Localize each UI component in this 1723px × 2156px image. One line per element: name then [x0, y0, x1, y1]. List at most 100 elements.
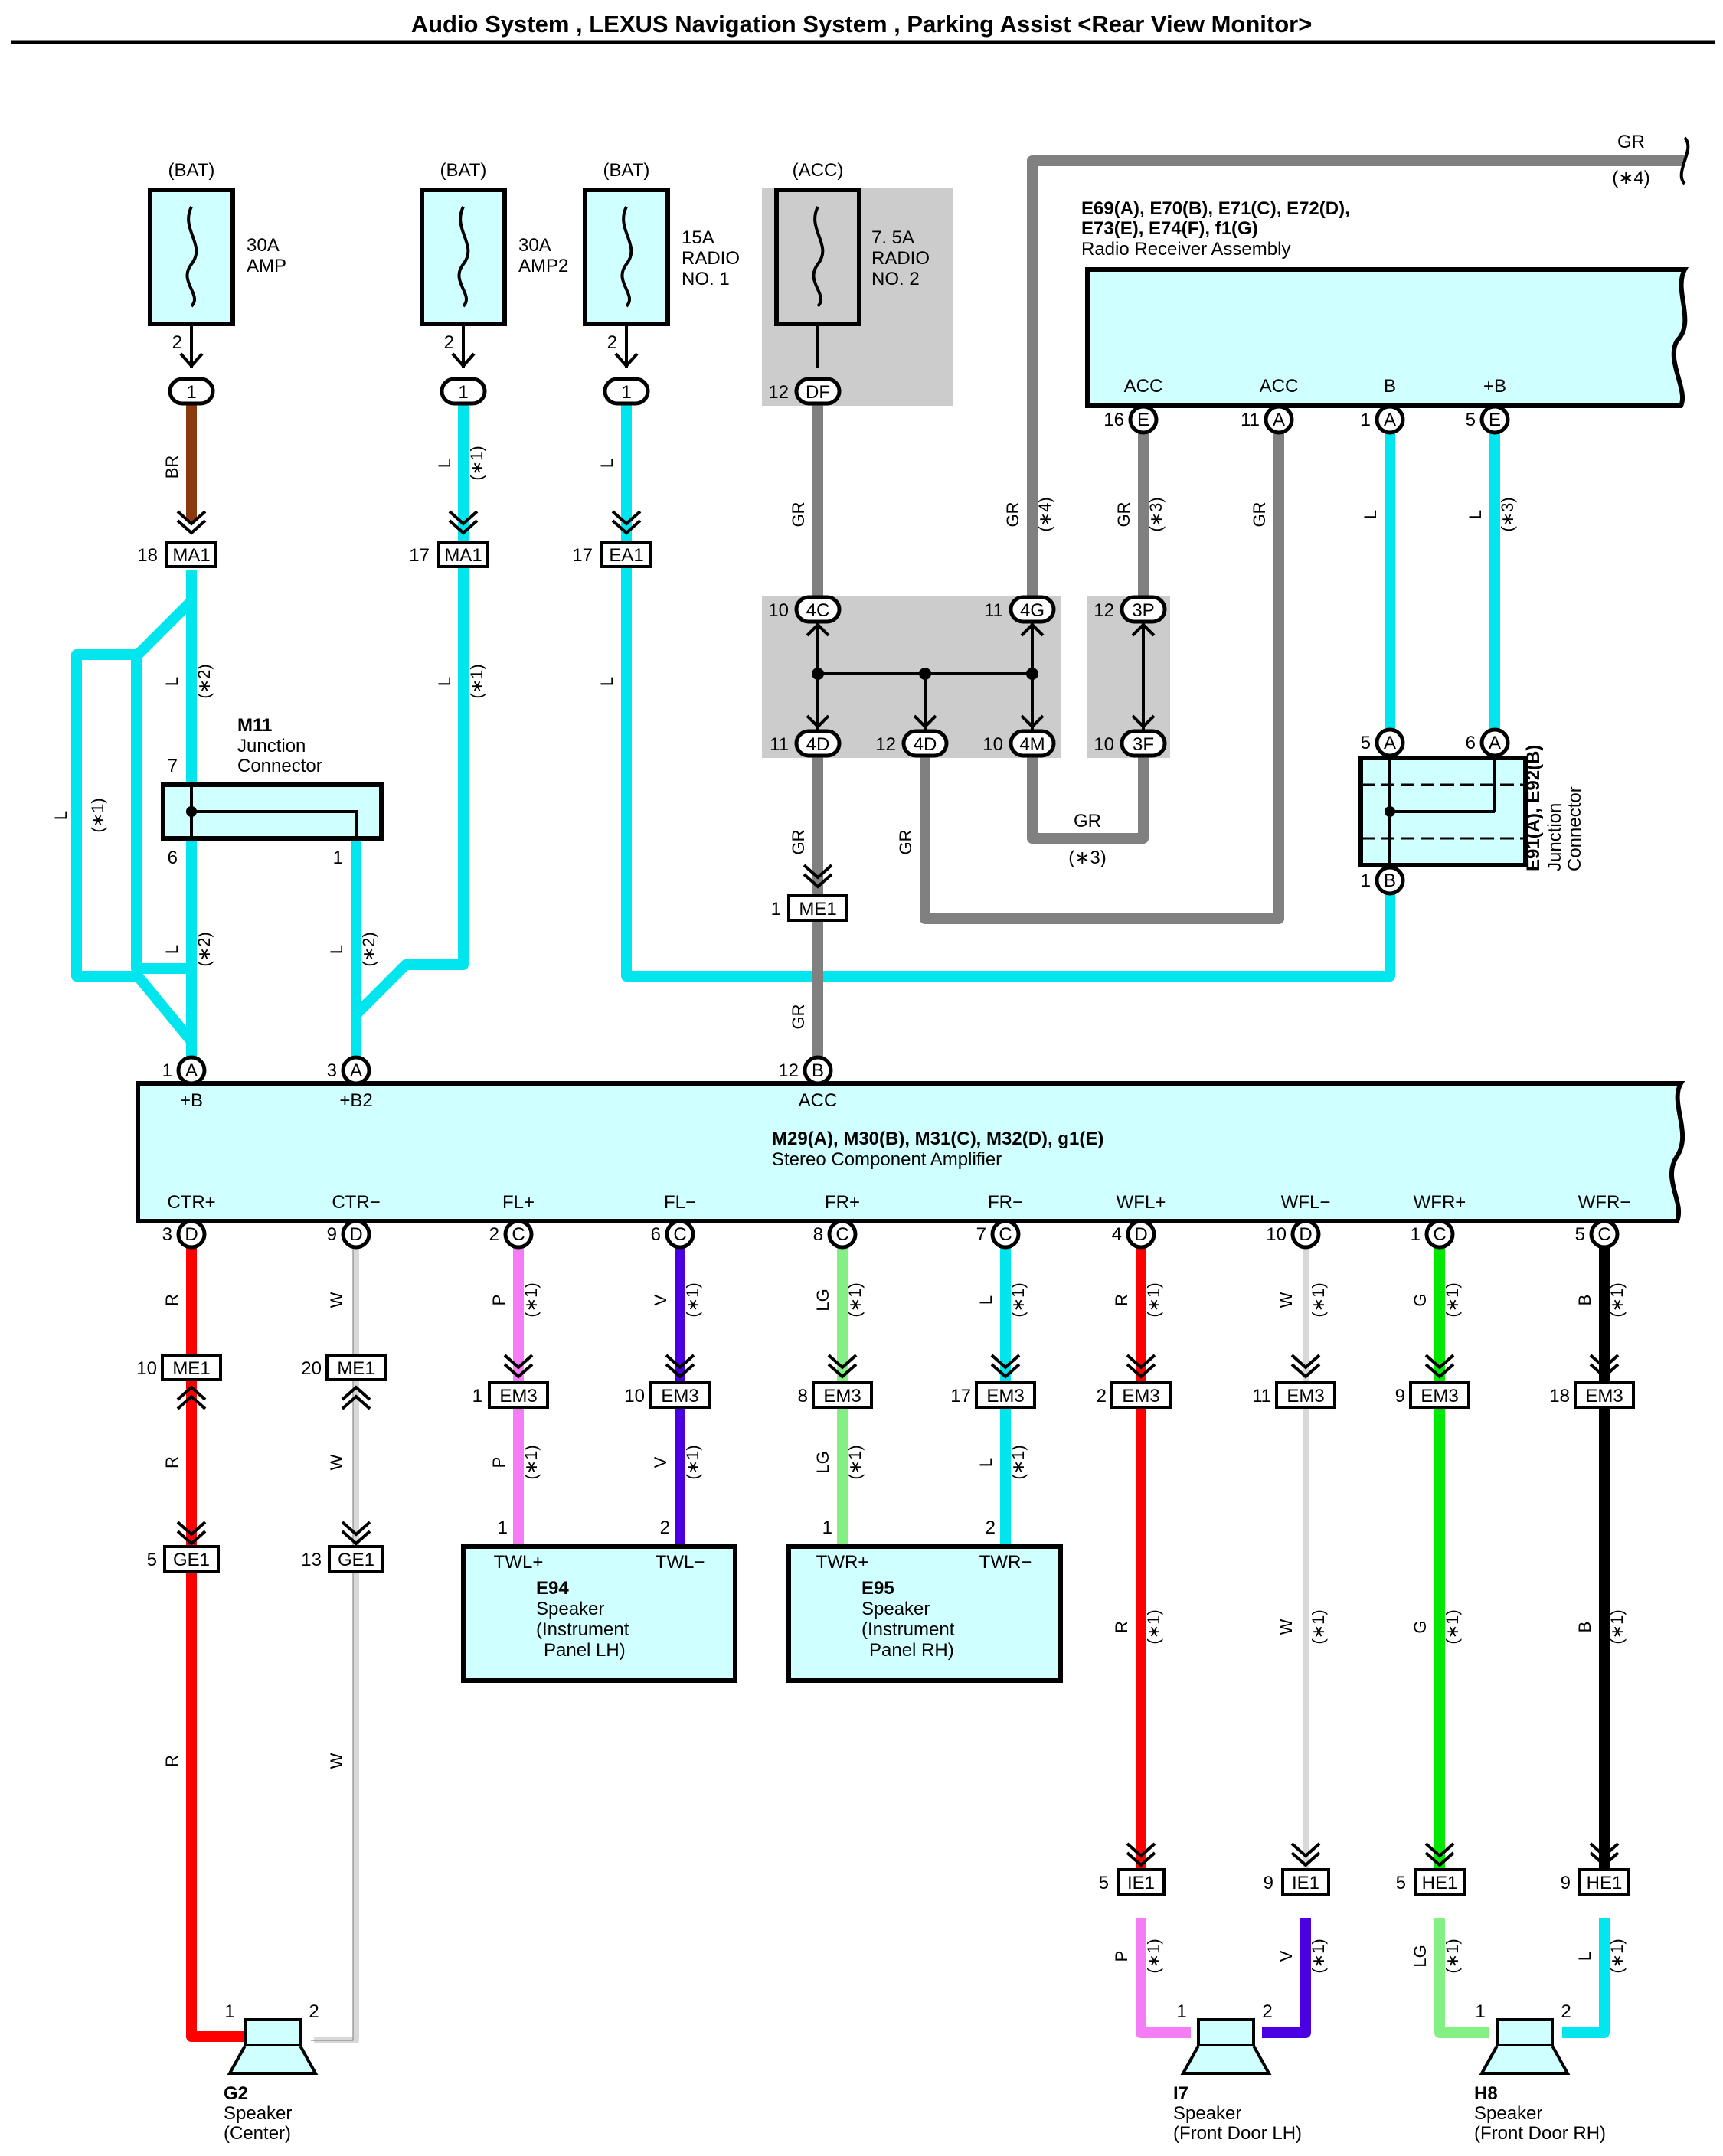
conn-em3-num: 8: [798, 1386, 808, 1406]
conn-ma1-a-num: 18: [137, 545, 158, 566]
radio-num-16: 16: [1103, 410, 1124, 430]
e94-n2: 2: [660, 1517, 670, 1538]
fuse-radio2-rating: 7. 5A: [871, 227, 914, 248]
g2-line2: (Center): [224, 2123, 291, 2144]
e94-pin-plus: TWL+: [494, 1552, 544, 1573]
m11-pin-right: 1: [333, 848, 343, 868]
amplifier: M29(A), M30(B), M31(C), M32(D), g1(E) St…: [136, 1055, 1685, 1223]
conn-he1-num: 5: [1396, 1873, 1406, 1893]
radio-conn-a11: A: [1273, 410, 1285, 430]
radio-num-11: 11: [1241, 410, 1260, 430]
label-g: G: [1411, 1293, 1430, 1306]
note-n1: (∗1): [1309, 1609, 1328, 1644]
inline-connectors-upper: MA1 18 MA1 17 EA1 17 ME1 1: [137, 510, 848, 922]
label-l: L: [1361, 510, 1380, 519]
conn-ma1-a: MA1: [172, 545, 210, 566]
fuse-arrow-heads: [179, 352, 639, 369]
conn-ie1: IE1: [1127, 1873, 1155, 1893]
note-n1: (∗1): [521, 1445, 541, 1479]
jb-4m-num: 10: [982, 734, 1003, 755]
fuse-source: (ACC): [793, 160, 844, 181]
i7-n2: 2: [1262, 2001, 1272, 2022]
amp-top-num-2: 3: [327, 1060, 337, 1081]
e94-pin-minus: TWL−: [656, 1552, 705, 1573]
m11-pin-top: 7: [168, 756, 178, 776]
e95-line3: Panel RH): [869, 1640, 954, 1661]
radio-pin-plus-b: +B: [1483, 376, 1506, 397]
g2-n1: 1: [224, 2001, 234, 2022]
conn-ma1-b: MA1: [444, 545, 482, 566]
conn-em3-num: 1: [472, 1386, 482, 1406]
conn-he1: HE1: [1422, 1873, 1458, 1893]
e91-codes: E91(A), E92(B): [1523, 745, 1544, 871]
fuse-radio2-conn: DF: [806, 382, 830, 403]
amp-out-conn: C: [1597, 1224, 1610, 1245]
amp-out-label: FL−: [664, 1192, 696, 1213]
i7-line2: (Front Door LH): [1173, 2123, 1302, 2144]
note-n3: (∗3): [1498, 497, 1517, 531]
amp-out-label: WFR−: [1578, 1192, 1631, 1213]
conn-em3: EM3: [986, 1386, 1024, 1406]
jb-4c: 4C: [806, 600, 830, 621]
e94-line1: Speaker: [536, 1599, 604, 1619]
jb-3f-num: 10: [1094, 734, 1114, 755]
radio-pin-acc16: ACC: [1124, 376, 1163, 397]
e95-pin-minus: TWR−: [979, 1552, 1032, 1573]
fuse-source: (BAT): [603, 160, 650, 181]
label-gr: GR: [789, 830, 808, 855]
note-n1: (∗1): [521, 1282, 541, 1317]
note-n1: (∗1): [1144, 1939, 1163, 1973]
conn-he1-num: 9: [1561, 1873, 1571, 1893]
fuse-radio-no1: (BAT) 15A RADIO NO. 1 2 1: [583, 160, 740, 406]
wire-w-ctr-minus-edge: [311, 1244, 354, 2041]
conn-em3: EM3: [1585, 1386, 1623, 1406]
amp-out-num: 3: [162, 1224, 172, 1245]
note-n2: (∗2): [359, 932, 378, 966]
amp-out-num: 9: [327, 1224, 337, 1245]
note-n1: (∗1): [467, 664, 486, 698]
label-p: P: [1112, 1951, 1131, 1962]
note-n3: (∗3): [1146, 497, 1166, 531]
label-r: R: [162, 1294, 181, 1306]
junction-m11: M11 Junction Connector 7 6 1: [161, 715, 384, 868]
note-n1: (∗1): [1309, 1939, 1328, 1973]
fuse-amp2-conn: 1: [458, 382, 468, 403]
wires: [71, 155, 1685, 2043]
radio-codes-2: E73(E), E74(F), f1(G): [1081, 218, 1258, 239]
wire-l-amp2: [351, 402, 469, 1072]
note-n1: (∗1): [1607, 1939, 1627, 1973]
amp-out-conn: D: [1299, 1224, 1312, 1245]
e95-line2: (Instrument: [862, 1619, 955, 1640]
jb-3p-num: 12: [1094, 600, 1114, 621]
fuse-radio1-no: NO. 1: [682, 269, 730, 289]
note-n1: (∗1): [1607, 1282, 1627, 1317]
radio-conn-a1: A: [1384, 410, 1396, 430]
label-lg: LG: [813, 1289, 832, 1311]
radio-receiver: E69(A), E70(B), E71(C), E72(D), E73(E), …: [1081, 198, 1689, 435]
conn-ge1: GE1: [338, 1550, 374, 1570]
amp-out-conn: C: [835, 1224, 848, 1245]
label-gr: GR: [1250, 502, 1269, 528]
label-br: BR: [162, 456, 181, 479]
note-n4: (∗4): [1035, 497, 1054, 531]
g2-code: G2: [224, 2083, 248, 2104]
amp-top-num-1: 1: [162, 1060, 172, 1081]
wire-p-door-lh: [1136, 1918, 1191, 2038]
e94-code: E94: [536, 1578, 569, 1599]
e91-conn-b1: B: [1384, 871, 1396, 891]
amp-out-conn: C: [673, 1224, 686, 1245]
conn-em3: EM3: [823, 1386, 861, 1406]
conn-me1-w: ME1: [337, 1358, 374, 1379]
note-n1: (∗1): [1443, 1282, 1462, 1317]
page-title: Audio System , LEXUS Navigation System ,…: [411, 11, 1313, 38]
label-l: L: [976, 1458, 996, 1467]
m11-line2: Connector: [237, 756, 322, 776]
wire-lg-door-rh: [1434, 1918, 1489, 2038]
label-w: W: [327, 1292, 346, 1308]
amp-out-conn: D: [1134, 1224, 1147, 1245]
label-w: W: [327, 1753, 346, 1769]
e94-line3: Panel LH): [544, 1640, 626, 1661]
label-gr: GR: [1003, 502, 1022, 528]
e95-line1: Speaker: [862, 1599, 930, 1619]
